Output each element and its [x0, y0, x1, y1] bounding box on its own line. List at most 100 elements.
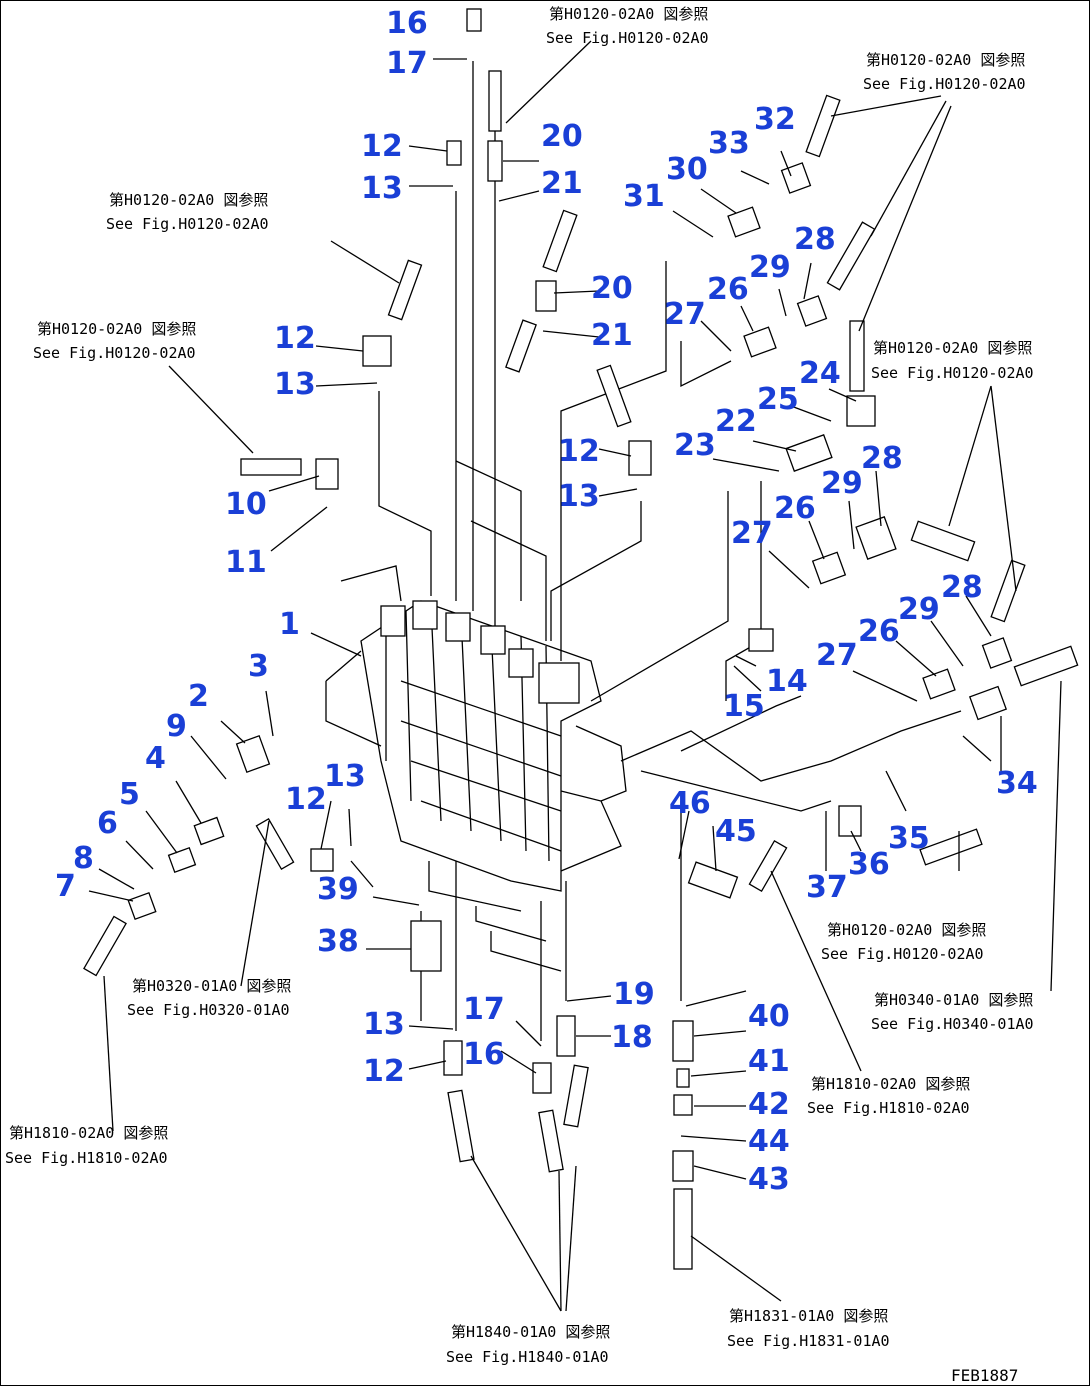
- part-label: 17: [386, 46, 428, 81]
- part-label: 45: [715, 814, 757, 849]
- reference-caption-en: See Fig.H1831-01A0: [727, 1332, 890, 1350]
- part-label: 38: [317, 924, 359, 959]
- part-label: 26: [774, 491, 816, 526]
- reference-caption-en: See Fig.H1810-02A0: [807, 1099, 970, 1117]
- part-label: 18: [611, 1020, 653, 1055]
- part-label: 15: [723, 689, 765, 724]
- part-label: 39: [317, 872, 359, 907]
- part-label: 35: [888, 821, 930, 856]
- part-label: 12: [363, 1054, 405, 1089]
- part-label: 29: [749, 250, 791, 285]
- part-label: 2: [188, 679, 209, 714]
- part-label: 13: [274, 367, 316, 402]
- part-label: 27: [664, 297, 706, 332]
- part-label: 6: [97, 806, 118, 841]
- reference-caption-en: See Fig.H0340-01A0: [871, 1015, 1034, 1033]
- drawing: [83, 8, 1079, 1312]
- part-labels: 16 17 12 13 20 21 12 13 20 21 12 13 10 1…: [55, 6, 1038, 1197]
- part-label: 27: [731, 516, 773, 551]
- reference-caption-jp: 第H0340-01A0 図参照: [874, 991, 1033, 1009]
- part-label: 12: [361, 129, 403, 164]
- reference-caption-jp: 第H1810-02A0 図参照: [811, 1075, 970, 1093]
- part-label: 28: [941, 570, 983, 605]
- reference-caption-en: See Fig.H0120-02A0: [863, 75, 1026, 93]
- reference-caption-jp: 第H1810-02A0 図参照: [9, 1124, 168, 1142]
- reference-caption-jp: 第H0120-02A0 図参照: [37, 320, 196, 338]
- part-label: 13: [363, 1007, 405, 1042]
- reference-caption-jp: 第H0120-02A0 図参照: [873, 339, 1032, 357]
- part-label: 21: [541, 166, 583, 201]
- part-label: 20: [541, 119, 583, 154]
- reference-caption-jp: 第H0120-02A0 図参照: [549, 5, 708, 23]
- part-label: 12: [285, 782, 327, 817]
- reference-caption-jp: 第H1840-01A0 図参照: [451, 1323, 610, 1341]
- reference-caption-jp: 第H1831-01A0 図参照: [729, 1307, 888, 1325]
- part-label: 13: [324, 759, 366, 794]
- part-label: 11: [225, 545, 267, 580]
- part-label: 4: [145, 741, 166, 776]
- part-label: 26: [707, 272, 749, 307]
- part-label: 28: [794, 222, 836, 257]
- reference-caption-jp: 第H0320-01A0 図参照: [132, 977, 291, 995]
- reference-caption-en: See Fig.H0120-02A0: [546, 29, 709, 47]
- part-label: 33: [708, 126, 750, 161]
- part-label: 36: [848, 847, 890, 882]
- part-label: 27: [816, 638, 858, 673]
- part-label: 5: [119, 777, 140, 812]
- part-label: 21: [591, 318, 633, 353]
- part-label: 12: [558, 434, 600, 469]
- part-label: 16: [463, 1037, 505, 1072]
- fittings: [83, 8, 1079, 1270]
- reference-caption-en: See Fig.H1840-01A0: [446, 1348, 609, 1366]
- part-label: 14: [766, 664, 808, 699]
- part-label: 43: [748, 1162, 790, 1197]
- reference-caption-jp: 第H0120-02A0 図参照: [866, 51, 1025, 69]
- part-label: 28: [861, 441, 903, 476]
- part-label: 37: [806, 870, 848, 905]
- part-label: 29: [821, 466, 863, 501]
- part-label: 29: [898, 592, 940, 627]
- part-label: 46: [669, 786, 711, 821]
- part-label: 1: [279, 607, 300, 642]
- part-label: 24: [799, 356, 841, 391]
- part-label: 32: [754, 102, 796, 137]
- reference-captions: 第H0120-02A0 図参照 See Fig.H0120-02A0 第H012…: [5, 5, 1034, 1366]
- part-label: 25: [757, 382, 799, 417]
- reference-caption-en: See Fig.H0120-02A0: [821, 945, 984, 963]
- part-label: 26: [858, 614, 900, 649]
- leader-lines: [88, 58, 1002, 1180]
- part-label: 7: [55, 869, 76, 904]
- part-label: 34: [996, 766, 1038, 801]
- reference-caption-jp: 第H0120-02A0 図参照: [109, 191, 268, 209]
- part-label: 22: [715, 404, 757, 439]
- part-label: 13: [361, 171, 403, 206]
- reference-caption-en: See Fig.H0120-02A0: [33, 344, 196, 362]
- part-label: 12: [274, 321, 316, 356]
- part-label: 19: [613, 977, 655, 1012]
- reference-arrows: [103, 40, 1062, 1312]
- part-label: 20: [591, 271, 633, 306]
- control-valve-body: [325, 460, 627, 972]
- reference-caption-en: See Fig.H0120-02A0: [106, 215, 269, 233]
- part-label: 41: [748, 1044, 790, 1079]
- part-label: 40: [748, 999, 790, 1034]
- part-label: 16: [386, 6, 428, 41]
- part-label: 42: [748, 1087, 790, 1122]
- reference-caption-jp: 第H0120-02A0 図参照: [827, 921, 986, 939]
- part-label: 13: [558, 479, 600, 514]
- reference-caption-en: See Fig.H1810-02A0: [5, 1149, 168, 1167]
- part-label: 9: [166, 709, 187, 744]
- part-label: 31: [623, 179, 665, 214]
- reference-caption-en: See Fig.H0320-01A0: [127, 1001, 290, 1019]
- part-label: 23: [674, 428, 716, 463]
- part-label: 3: [248, 649, 269, 684]
- part-label: 10: [225, 487, 267, 522]
- part-label: 8: [73, 841, 94, 876]
- part-label: 44: [748, 1124, 790, 1159]
- reference-caption-en: See Fig.H0120-02A0: [871, 364, 1034, 382]
- part-label: 17: [463, 992, 505, 1027]
- part-label: 30: [666, 152, 708, 187]
- figure-code: FEB1887: [951, 1366, 1018, 1385]
